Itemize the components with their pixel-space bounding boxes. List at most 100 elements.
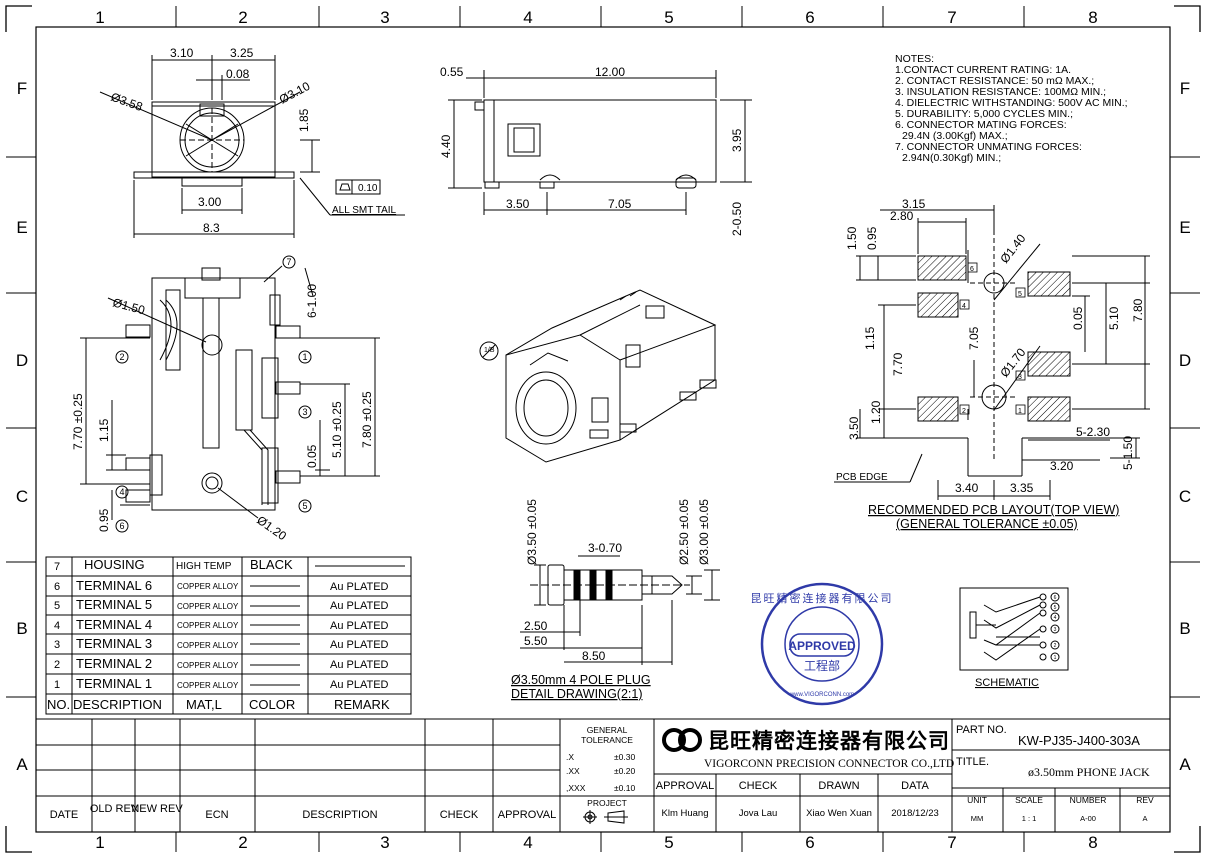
tol-val-x: ±0.30 — [614, 752, 635, 762]
rev-new: NEW REV — [131, 803, 183, 815]
bom-no: 2 — [54, 659, 60, 671]
dim-pcb-7-80: 7.80 — [1131, 298, 1145, 322]
schematic-pin-1: 1 — [1054, 655, 1057, 661]
approval-block: APPROVAL CHECK DRAWN DATA Klm Huang Jova… — [656, 780, 939, 819]
note-line-2: 2. CONTACT RESISTANCE: 50 mΩ MAX.; — [895, 75, 1094, 87]
bom-desc: TERMINAL 4 — [76, 617, 152, 632]
tolerance-heading-1: GENERAL — [587, 725, 628, 735]
check-header: CHECK — [739, 780, 778, 792]
pcb-layout-title: RECOMMENDED PCB LAYOUT(TOP VIEW) — [868, 503, 1119, 517]
schematic-pin-5: 5 — [1054, 605, 1057, 611]
dim-2-0-50: 2-0.50 — [730, 202, 744, 236]
number-value: A-00 — [1080, 814, 1096, 823]
bom-mat: COPPER ALLOY — [177, 582, 239, 591]
grid-labels: 1 2 3 4 5 6 7 8 1 2 3 4 5 6 7 8 F E D C … — [16, 8, 1191, 852]
bom-desc: TERMINAL 2 — [76, 656, 152, 671]
plug-title: Ø3.50mm 4 POLE PLUG — [511, 673, 651, 687]
bom-row-6: 6 TERMINAL 6 COPPER ALLOY Au PLATED — [54, 578, 389, 593]
bom-rows: 7 HOUSING HIGH TEMP BLACK 6 TERMINAL 6 C… — [47, 557, 390, 712]
grid-col-1-bottom: 1 — [95, 833, 104, 852]
iso-marker: 1/B — [484, 347, 495, 354]
dim-1-85: 1.85 — [297, 108, 311, 132]
note-line-6: 6. CONNECTOR MATING FORCES: — [895, 119, 1067, 131]
tolerance-heading-2: TOLERANCE — [581, 735, 633, 745]
side-view — [448, 70, 752, 215]
dim-1-15-top: 1.15 — [97, 418, 111, 442]
tol-key-xx: .XX — [566, 766, 580, 776]
bom-remark: Au PLATED — [330, 620, 389, 632]
check-value: Jova Lau — [739, 808, 778, 819]
bom-remark: Au PLATED — [330, 639, 389, 651]
note-line-3: 3. INSULATION RESISTANCE: 100MΩ MIN.; — [895, 86, 1106, 98]
schematic — [959, 587, 1069, 671]
grid-row-b: B — [16, 619, 27, 638]
note-line-5: 5. DURABILITY: 5,000 CYCLES MIN.; — [895, 108, 1073, 120]
title-block — [36, 718, 1170, 832]
bom-remark: Au PLATED — [330, 581, 389, 593]
dim-pcb-1-50: 1.50 — [845, 226, 859, 250]
dim-dia-1-20: Ø1.20 — [254, 513, 289, 543]
callout-1: 1 — [302, 352, 307, 362]
bom-mat: COPPER ALLOY — [177, 602, 239, 611]
dim-0-55: 0.55 — [440, 65, 464, 79]
pad-1 — [1027, 396, 1071, 422]
dim-pcb-7-70: 7.70 — [891, 352, 905, 376]
grid-col-1: 1 — [95, 8, 104, 27]
pcb-dims: 3.15 2.80 1.50 0.95 Ø1.40 1.15 7.05 Ø1.7… — [836, 197, 1145, 531]
unit-value: MM — [971, 814, 984, 823]
title-label: TITLE. — [956, 756, 989, 768]
pad-6 — [917, 255, 967, 281]
stamp-approved: APPROVED — [788, 639, 856, 653]
projection-label: PROJECT — [587, 798, 627, 808]
bom-header: NO. DESCRIPTION MAT,L COLOR REMARK — [47, 697, 390, 712]
bom-mat: COPPER ALLOY — [177, 621, 239, 630]
bom-no: 4 — [54, 620, 60, 632]
front-view — [99, 55, 405, 238]
callout-5: 5 — [302, 501, 307, 511]
approval-value: Klm Huang — [662, 808, 709, 819]
pad-5 — [1027, 271, 1071, 297]
notes-heading: NOTES: — [895, 53, 934, 65]
pad-4 — [917, 292, 959, 318]
bom-mat: COPPER ALLOY — [177, 681, 239, 690]
rev-old: OLD REV — [90, 803, 139, 815]
grid-row-c: C — [16, 487, 28, 506]
pcb-layout-subtitle: (GENERAL TOLERANCE ±0.05) — [896, 517, 1078, 531]
note-line-9: 2.94N(0.30Kgf) MIN.; — [902, 152, 1001, 164]
grid-col-4-bottom: 4 — [523, 833, 532, 852]
bom-color: BLACK — [250, 557, 293, 572]
meta-block: UNIT SCALE NUMBER REV MM 1 : 1 A-00 A — [967, 795, 1154, 823]
drawn-value: Xiao Wen Xuan — [806, 808, 872, 819]
rev-header: REV — [1136, 795, 1154, 805]
grid-row-a-right: A — [1179, 755, 1191, 774]
dim-pcb-3-35: 3.35 — [1010, 481, 1034, 495]
data-header: DATA — [901, 780, 929, 792]
bom-no: 1 — [54, 679, 60, 691]
bom-desc: TERMINAL 5 — [76, 597, 152, 612]
dim-3-10: 3.10 — [170, 46, 194, 60]
dim-plug-3-0-70: 3-0.70 — [588, 541, 622, 555]
bom-desc: HOUSING — [84, 557, 145, 572]
rev-ecn: ECN — [205, 809, 228, 821]
drawn-header: DRAWN — [818, 780, 859, 792]
dim-pcb-7-05: 7.05 — [967, 326, 981, 350]
schematic-pin-6: 6 — [1054, 595, 1057, 601]
grid-row-d: D — [16, 351, 28, 370]
dim-pcb-5-10: 5.10 — [1107, 306, 1121, 330]
dim-plug-dia-2-50: Ø2.50 ±0.05 — [677, 499, 691, 565]
pad-label-5: 5 — [1018, 291, 1022, 298]
bom-row-7: 7 HOUSING HIGH TEMP BLACK — [54, 557, 293, 573]
dim-12-00: 12.00 — [595, 65, 625, 79]
pad-3 — [1027, 351, 1071, 377]
bom-header-no: NO. — [47, 697, 70, 712]
bom-mat: COPPER ALLOY — [177, 641, 239, 650]
tol-key-x: .X — [566, 752, 574, 762]
top-view-dims: Ø1.50 6-1.00 7.70 ±0.25 1.15 5.10 ±0.25 … — [71, 284, 374, 544]
grid-row-d-right: D — [1179, 351, 1191, 370]
bom-no: 6 — [54, 581, 60, 593]
schematic-pin-4: 4 — [1054, 615, 1057, 621]
plug-dims: Ø3.50 ±0.05 3-0.70 Ø2.50 ±0.05 Ø3.00 ±0.… — [511, 499, 711, 701]
note-line-7: 29.4N (3.00Kgf) MAX.; — [902, 130, 1008, 142]
company-name-en: VIGORCONN PRECISION CONNECTOR CO.,LTD — [704, 758, 954, 770]
